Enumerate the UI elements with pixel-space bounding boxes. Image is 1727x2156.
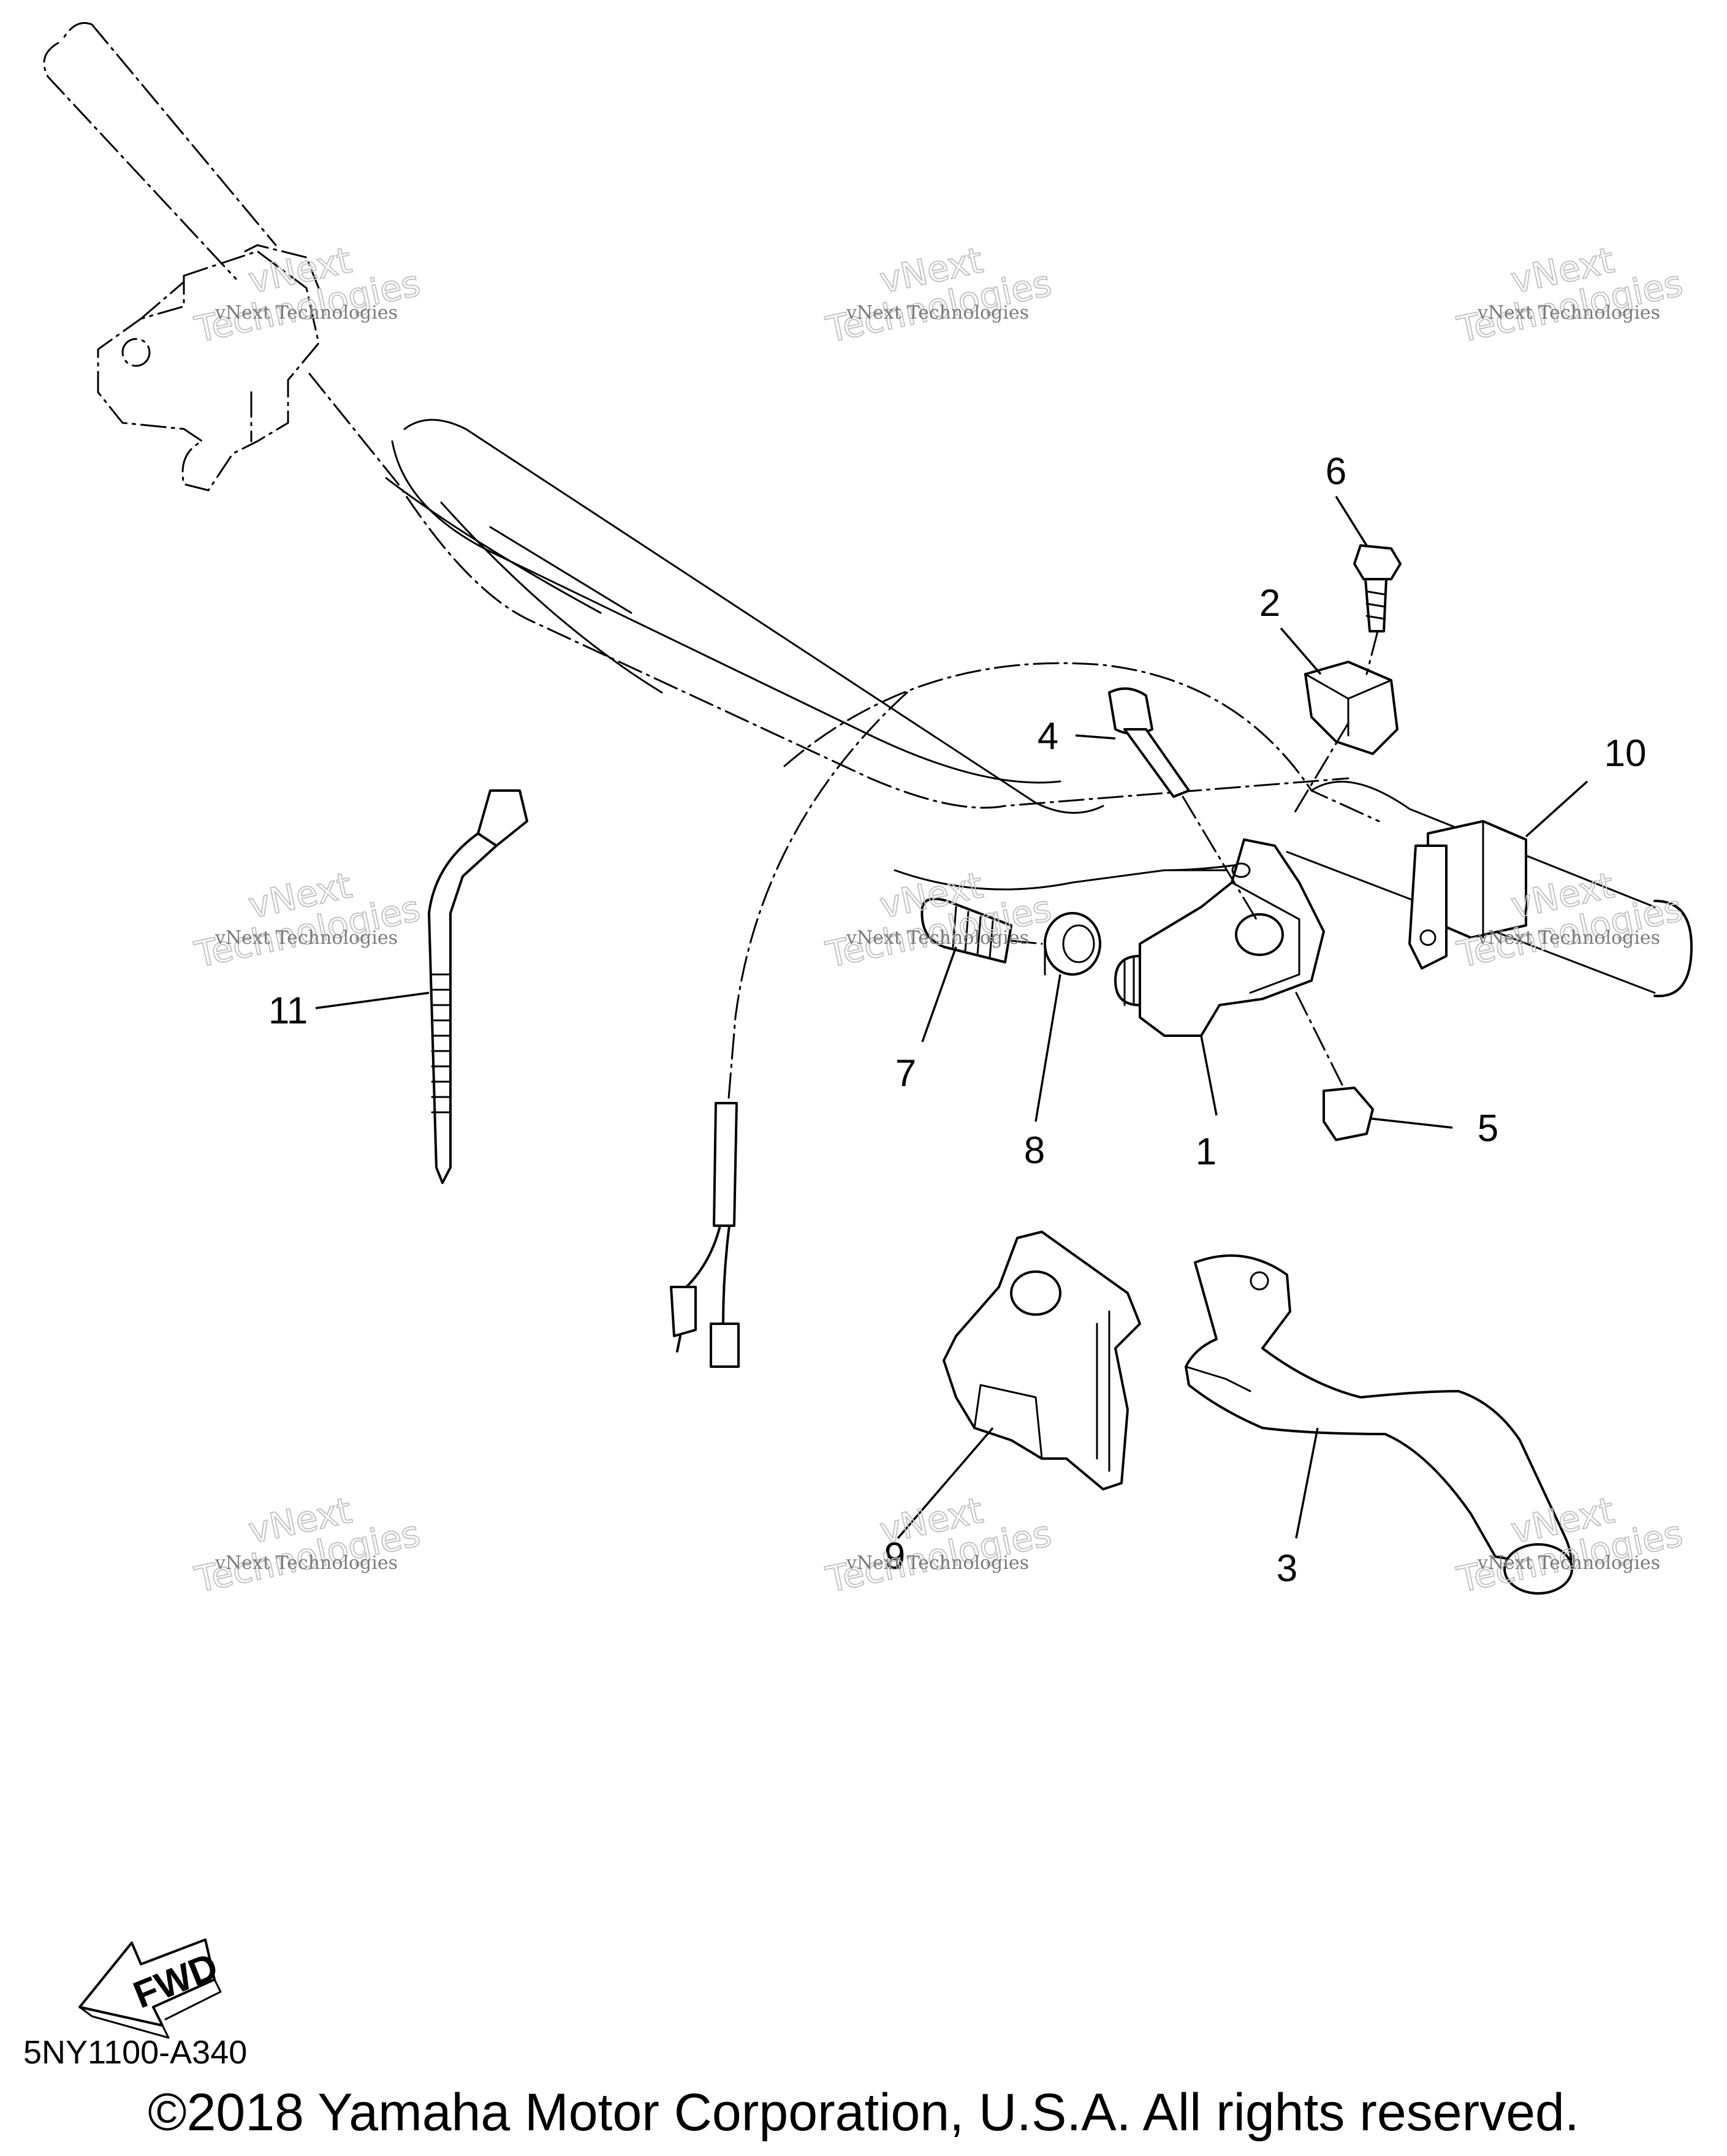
leader-9	[897, 1427, 994, 1539]
leader-2	[1280, 627, 1322, 675]
callout-9: 9	[884, 1535, 905, 1577]
callout-7: 7	[895, 1052, 916, 1095]
diagram-code: 5NY1100-A340	[23, 2034, 248, 2071]
holder-clamp-part-2	[1304, 661, 1399, 755]
callout-10: 10	[1604, 732, 1647, 775]
watermark-small: vNext Technologies	[1477, 302, 1660, 324]
watermark-small: vNext Technologies	[846, 927, 1029, 949]
callout-4: 4	[1038, 715, 1058, 757]
watermark-small: vNext Technologies	[214, 302, 398, 324]
leader-8	[1034, 974, 1061, 1122]
copyright-notice: ©2018 Yamaha Motor Corporation, U.S.A. A…	[148, 2083, 1579, 2142]
callout-6: 6	[1326, 450, 1346, 493]
callout-5: 5	[1478, 1107, 1498, 1150]
watermark-small: vNext Technologies	[214, 927, 398, 949]
leader-7	[921, 946, 957, 1042]
clutch-lever-part-3	[1185, 1254, 1573, 1595]
watermark-small: vNext Technologies	[846, 302, 1029, 324]
callout-8: 8	[1024, 1129, 1045, 1172]
lever-holder-part-1	[1114, 838, 1325, 1037]
lever-cover-part-9	[943, 1231, 1141, 1490]
watermark-small: vNext Technologies	[846, 1552, 1029, 1574]
callout-2: 2	[1259, 582, 1280, 624]
locknut-part-8	[1044, 912, 1101, 976]
leader-6	[1335, 496, 1368, 546]
leader-4	[1075, 734, 1116, 740]
watermark-small: vNext Technologies	[1477, 1552, 1660, 1574]
fwd-arrow: FWD	[78, 1938, 224, 2039]
watermark-small: vNext Technologies	[1477, 927, 1660, 949]
callouts: 1 2 3 4 5 6 7 8 9 10 11	[268, 450, 1647, 1590]
cable-tie-part-11	[428, 789, 528, 1184]
callout-3: 3	[1277, 1547, 1297, 1590]
bolt-part-4	[1108, 687, 1258, 920]
leader-1	[1200, 1035, 1218, 1116]
leader-lines	[315, 496, 1588, 1539]
switch-leads	[670, 1102, 740, 1368]
leader-5	[1369, 1117, 1453, 1129]
leader-11	[315, 992, 430, 1009]
nut-part-5	[1295, 992, 1374, 1141]
adjuster-part-7	[920, 897, 1043, 963]
leader-10	[1525, 780, 1588, 838]
bolt-part-6	[1292, 544, 1402, 816]
switch-housing-part-10	[1408, 820, 1527, 970]
callout-11: 11	[268, 990, 308, 1032]
callout-1: 1	[1196, 1131, 1216, 1173]
leader-3	[1295, 1427, 1319, 1539]
watermark-small: vNext Technologies	[214, 1552, 398, 1574]
